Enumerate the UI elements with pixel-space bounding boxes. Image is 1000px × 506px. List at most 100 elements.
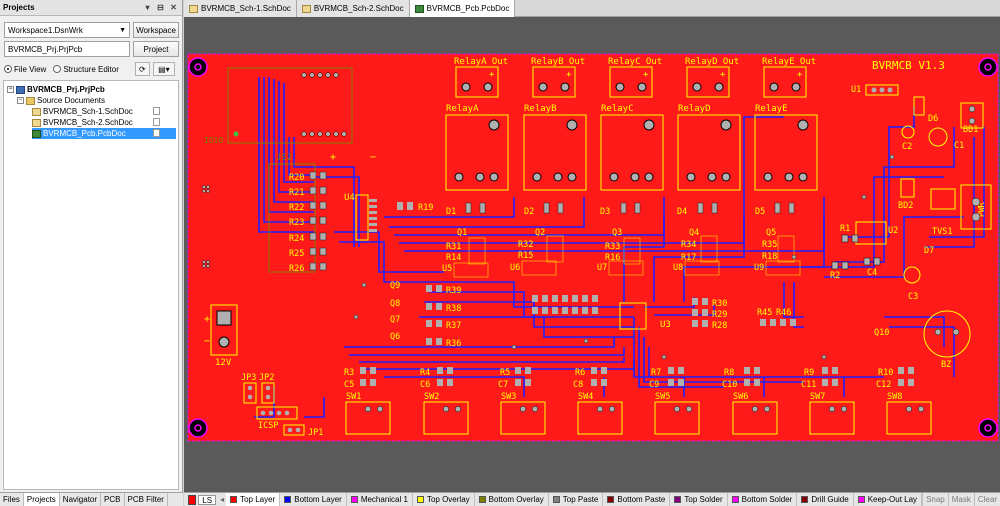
- board-title: BVRMCB V1.3: [872, 59, 945, 72]
- panel-pin-icon[interactable]: ⊟: [157, 3, 164, 12]
- layer-tab-drill-guide[interactable]: Drill Guide: [797, 492, 854, 506]
- chevron-left-icon[interactable]: ◂: [220, 495, 225, 504]
- layer-tab-top-overlay[interactable]: Top Overlay: [413, 492, 475, 506]
- tab-projects[interactable]: Projects: [23, 493, 60, 506]
- schematic-icon: [189, 4, 198, 13]
- resistor-label: R14: [446, 253, 461, 263]
- power-outlines: [855, 96, 992, 358]
- pcb-canvas[interactable]: RelayA Out RelayB Out RelayC Out RelayD …: [184, 17, 1000, 492]
- relay-out-label: RelayC Out: [608, 57, 662, 67]
- layer-tab-bottom-overlay[interactable]: Bottom Overlay: [475, 492, 549, 506]
- layer-tab-mech1[interactable]: Mechanical 1: [347, 492, 413, 506]
- doc-tab-sch1[interactable]: BVRMCB_Sch-1.SchDoc: [184, 0, 297, 17]
- layer-color-swatch: [731, 496, 739, 503]
- schematic-icon: [32, 118, 41, 127]
- collapse-icon[interactable]: −: [17, 97, 24, 104]
- workspace-button[interactable]: Workspace: [133, 22, 179, 38]
- snap-button[interactable]: Snap: [922, 492, 948, 506]
- layer-set-button[interactable]: LS: [198, 494, 217, 505]
- workspace-combo[interactable]: Workspace1.DsnWrk ▼: [4, 22, 130, 38]
- u4-pins: [369, 199, 377, 232]
- relay-out-label: RelayE Out: [762, 57, 816, 67]
- doc-tab-sch2[interactable]: BVRMCB_Sch-2.SchDoc: [296, 0, 410, 17]
- resistor-label: R33: [605, 242, 620, 252]
- svg-text:C11: C11: [801, 380, 816, 390]
- layer-tab-label: Top Overlay: [426, 495, 470, 504]
- switch-rc-pads: [360, 367, 914, 386]
- projects-panel-title: Projects: [3, 3, 35, 12]
- js2-label: JS2: [276, 153, 292, 163]
- layer-tab-bottom-paste[interactable]: Bottom Paste: [603, 492, 671, 506]
- svg-text:R5: R5: [500, 368, 510, 378]
- structure-editor-radio[interactable]: Structure Editor: [53, 65, 119, 74]
- doc-tab-pcb[interactable]: BVRMCB_Pcb.PcbDoc: [409, 0, 516, 17]
- right-resistor-pads: [692, 298, 796, 327]
- project-button[interactable]: Project: [133, 41, 179, 57]
- power-connector-outline: [210, 304, 238, 356]
- q10-label: Q10: [874, 328, 889, 338]
- jp1-label: JP1: [308, 428, 323, 438]
- resistor-label: R16: [605, 253, 620, 263]
- layer-color-swatch: [416, 496, 424, 503]
- tree-source-folder[interactable]: − Source Documents: [17, 95, 105, 106]
- layer-color-swatch: [284, 496, 292, 503]
- folder-icon: [26, 96, 35, 105]
- panel-menu-icon[interactable]: ▾: [145, 3, 150, 12]
- layer-tab-bottom[interactable]: Bottom Layer: [280, 492, 347, 506]
- layer-tab-top-paste[interactable]: Top Paste: [549, 492, 604, 506]
- panel-close-icon[interactable]: ✕: [170, 3, 177, 12]
- file-view-radio[interactable]: File View: [4, 65, 46, 74]
- tab-pcb-filter[interactable]: PCB Filter: [125, 493, 168, 506]
- layer-tab-bottom-solder[interactable]: Bottom Solder: [728, 492, 798, 506]
- svg-text:R3: R3: [344, 368, 354, 378]
- folder-options-icon[interactable]: ▤▾: [152, 62, 175, 76]
- diode-label: D3: [600, 207, 610, 217]
- keepout-outline: [187, 53, 999, 442]
- tab-files[interactable]: Files: [0, 493, 24, 506]
- svg-text:R37: R37: [446, 321, 461, 331]
- layer-tab-top[interactable]: Top Layer: [226, 492, 281, 506]
- clear-button[interactable]: Clear: [973, 492, 1000, 506]
- svg-text:SW4: SW4: [578, 392, 593, 402]
- relay-output-pads: [461, 82, 801, 92]
- project-field[interactable]: BVRMCB_Prj.PrjPcb: [4, 41, 130, 57]
- schematic-icon: [32, 107, 41, 116]
- mask-level-button[interactable]: Mask Level: [947, 492, 974, 506]
- tab-navigator[interactable]: Navigator: [60, 493, 102, 506]
- u4-outline: [355, 194, 369, 241]
- layer-tab-top-solder[interactable]: Top Solder: [670, 492, 728, 506]
- bz-label: BZ: [941, 360, 951, 370]
- tree-file-sch1[interactable]: BVRMCB_Sch-1.SchDoc: [32, 106, 133, 117]
- r2-label: R2: [830, 271, 840, 281]
- io10-label: IO10: [204, 136, 223, 145]
- opto-label: U5: [442, 264, 452, 274]
- u2-label: U2: [888, 226, 898, 236]
- structure-editor-label: Structure Editor: [63, 64, 119, 74]
- refresh-icon[interactable]: ⟳: [134, 62, 150, 76]
- r45-label: R45: [757, 308, 772, 318]
- layer-tab-keepout[interactable]: Keep-Out Lay: [854, 492, 923, 506]
- layer-tab-label: Drill Guide: [811, 495, 849, 504]
- svg-text:R39: R39: [446, 286, 461, 296]
- bottom-layer-traces: [254, 77, 985, 418]
- tab-pcb[interactable]: PCB: [101, 493, 125, 506]
- layer-tab-label: Bottom Overlay: [488, 495, 544, 504]
- layer-tab-label: Bottom Solder: [741, 495, 793, 504]
- minus-label: −: [370, 152, 376, 163]
- tree-file-sch2[interactable]: BVRMCB_Sch-2.SchDoc: [32, 117, 133, 128]
- svg-text:Q6: Q6: [390, 332, 400, 342]
- svg-text:SW6: SW6: [733, 392, 748, 402]
- svg-text:R25: R25: [289, 249, 304, 259]
- header-outlines: [243, 382, 305, 436]
- plus-label: +: [643, 70, 649, 80]
- tree-project-node[interactable]: − BVRMCB_Prj.PrjPcb: [7, 84, 105, 95]
- relay-label: RelayD: [678, 104, 711, 114]
- current-layer-swatch[interactable]: [188, 494, 197, 505]
- layer-tab-bar: LS ◂ Top Layer Bottom Layer Mechanical 1…: [184, 492, 1000, 506]
- plus-label: +: [489, 70, 495, 80]
- tree-file-pcb[interactable]: BVRMCB_Pcb.PcbDoc: [32, 128, 176, 139]
- svg-text:R10: R10: [878, 368, 893, 378]
- io10-connector: [227, 67, 353, 144]
- pcb-icon: [32, 129, 41, 138]
- collapse-icon[interactable]: −: [7, 86, 14, 93]
